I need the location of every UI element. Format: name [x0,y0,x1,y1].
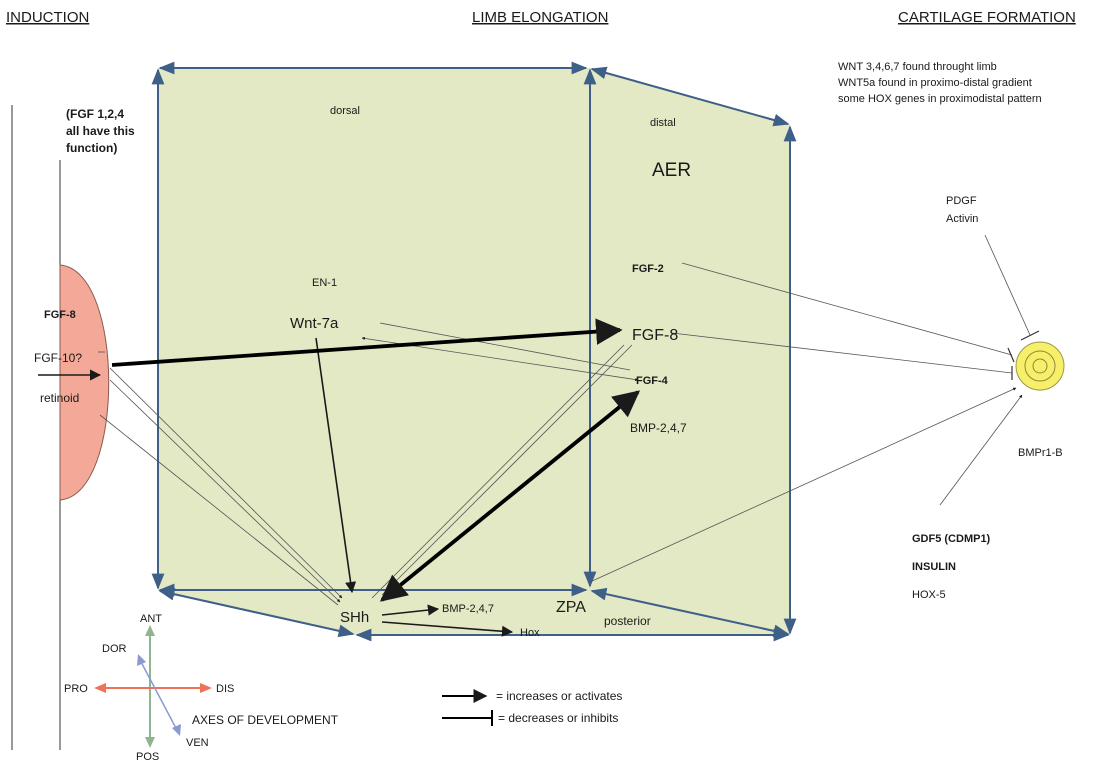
axis-pos-label: POS [136,751,159,763]
axis-dor-label: DOR [102,643,127,655]
axis-dis-label: DIS [216,683,234,695]
axis-title-label: AXES OF DEVELOPMENT [192,713,339,727]
cartilage-pdgf-label: PDGF [946,195,977,207]
dor-arrow-icon [137,654,146,666]
limb-front-face [158,68,590,590]
axes-diagram [94,625,212,748]
zpa-to-cartilage-line [589,387,1017,583]
legend-activates-label: = increases or activates [496,689,622,703]
limb-zpa-label: ZPA [556,599,586,616]
pro-arrow-icon [94,683,106,693]
ven-arrow-icon [172,724,181,736]
limb-fgf8-label: FGF-8 [632,327,678,344]
medium-arrows [38,337,514,637]
bud-to-shh-line-2 [109,379,341,603]
limb-bmp-distal-label: BMP-2,4,7 [630,421,687,435]
limb-aer-label: AER [652,160,691,181]
bud-to-shh-line-1 [109,367,343,599]
bold-arrows [111,318,641,602]
legend-inhibits-label: = decreases or inhibits [498,711,618,725]
limb-posterior-label: posterior [604,614,651,628]
limb-distal-face [590,68,790,635]
axis-ven-label: VEN [186,737,209,749]
cartilage-hox5-label: HOX-5 [912,589,946,601]
cartilage-note-3: some HOX genes in proximodistal pattern [838,93,1042,105]
dis-arrow-icon [200,683,212,693]
induction-fgf8-label: FGF-8 [44,309,76,321]
header-cartilage-formation: CARTILAGE FORMATION [898,9,1076,26]
gdf5-to-cartilage-line [939,394,1023,506]
inhibition-bars [1007,330,1040,380]
induction-note-line2: all have this [66,124,135,138]
induction-fgf10-label: FGF-10? [34,351,82,365]
limb-distal-label: distal [650,117,676,129]
limb-fgf4-label: FGF-4 [636,375,669,387]
induction-note-line1: (FGF 1,2,4 [66,107,124,121]
header-induction: INDUCTION [6,9,89,26]
fgf2-to-cartilage-line [681,262,1013,356]
fgf4-shh-bold-arrow [379,390,641,602]
axis-dor-ven [139,659,179,733]
pdgf-inhibit-bar [1020,330,1040,341]
limb-shh-label: SHh [340,609,369,626]
fgf4-to-wnt7a-line [379,322,631,371]
fgf2-inhibit-bar [1007,347,1015,363]
limb-hox-label: Hox [520,627,540,639]
bud-to-fgf8-bold-arrow [111,318,623,367]
cartilage-condensation-icon [1015,341,1065,391]
pdgf-inhibit-line [984,234,1031,336]
shh-to-bmp-arrow [381,604,440,616]
cartilage-insulin-label: INSULIN [912,561,956,573]
fgf8-to-cartilage-line [671,332,1013,374]
limb-bud-shape [59,264,110,501]
cartilage-gdf5-label: GDF5 (CDMP1) [912,533,991,545]
cartilage-bmpr-label: BMPr1-B [1018,447,1063,459]
pos-arrow-icon [145,737,155,748]
axis-pro-label: PRO [64,683,88,695]
induction-note-line3: function) [66,141,117,155]
shh-to-hox-arrow [381,621,514,637]
legend [442,689,493,726]
cartilage-note-2: WNT5a found in proximo-distal gradient [838,77,1032,89]
cartilage-note-1: WNT 3,4,6,7 found throught limb [838,61,997,73]
cartilage-activin-label: Activin [946,213,978,225]
limb-bmp-posterior-label: BMP-2,4,7 [442,603,494,615]
header-limb-elongation: LIMB ELONGATION [472,9,608,26]
limb-fgf2-label: FGF-2 [632,263,664,275]
wnt7a-to-shh-arrow [315,337,357,594]
ant-arrow-icon [145,625,155,636]
limb-en1-label: EN-1 [312,277,337,289]
frame-edge-bottom-left [158,587,355,638]
bud-to-shh-line-3 [99,414,339,606]
limb-wnt7a-label: Wnt-7a [290,315,339,332]
axis-ant-label: ANT [140,613,162,625]
induction-retinoid-label: retinoid [40,391,79,405]
limb-box [151,61,797,642]
limb-dorsal-label: dorsal [330,105,360,117]
frame-edge-top-right [590,66,790,127]
